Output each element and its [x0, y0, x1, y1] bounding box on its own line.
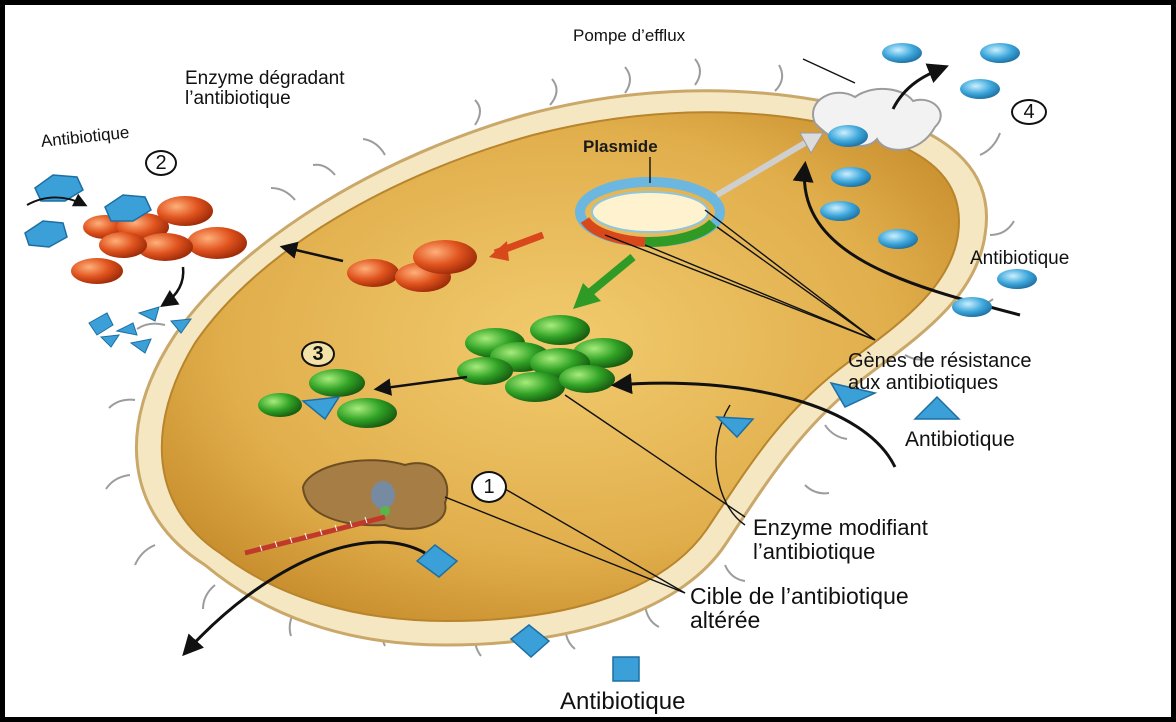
label-efflux-pump: Pompe d’efflux — [573, 27, 685, 45]
degrading-enzyme-outside — [71, 196, 247, 284]
label-resistance-genes-1: Gènes de résistance — [848, 351, 1031, 372]
label-degrading-enzyme-1: Enzyme dégradant — [185, 69, 345, 89]
label-degrading-enzyme-2: l’antibiotique — [185, 89, 291, 109]
marker-1: 1 — [471, 471, 507, 503]
marker-2: 2 — [145, 150, 177, 176]
label-antibiotic-right: Antibiotique — [970, 249, 1069, 269]
label-altered-target-2: altérée — [690, 608, 760, 632]
efflux-pump — [813, 89, 941, 150]
label-antibiotic-triangle: Antibiotique — [905, 429, 1015, 451]
label-plasmid: Plasmide — [583, 138, 658, 156]
marker-4: 4 — [1011, 99, 1047, 125]
label-modifying-enzyme-2: l’antibiotique — [753, 540, 875, 563]
marker-3: 3 — [301, 341, 335, 367]
label-modifying-enzyme-1: Enzyme modifiant — [753, 516, 928, 539]
label-antibiotic-bottom: Antibiotique — [560, 689, 685, 714]
label-altered-target-1: Cible de l’antibiotique — [690, 584, 909, 608]
label-resistance-genes-2: aux antibiotiques — [848, 373, 998, 394]
